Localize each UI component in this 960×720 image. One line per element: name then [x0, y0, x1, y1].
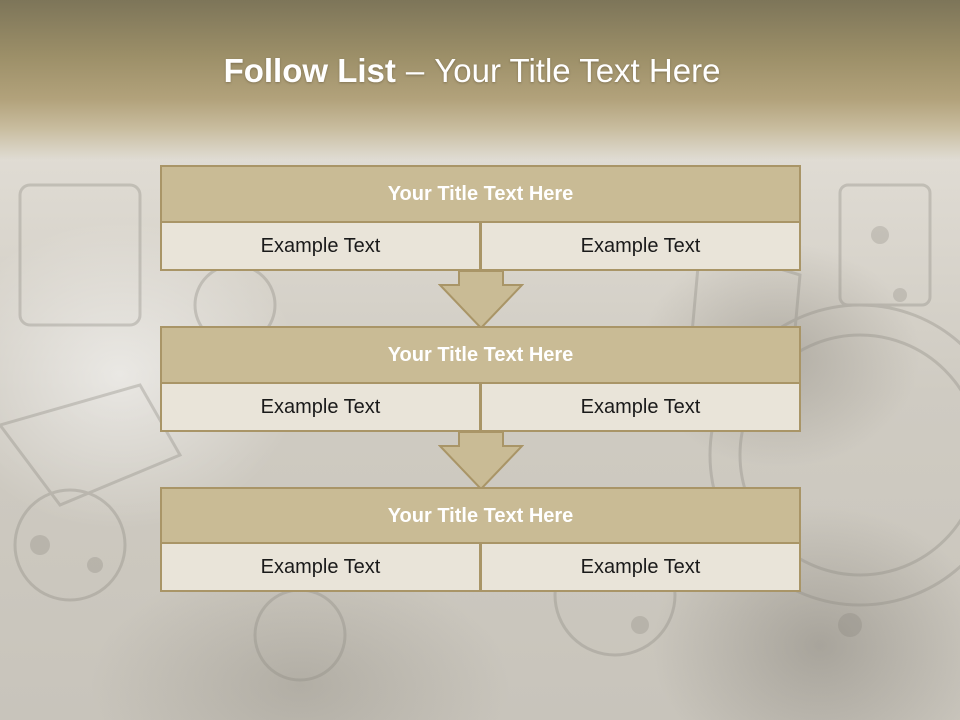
down-arrow-icon	[438, 432, 524, 490]
block-title: Your Title Text Here	[160, 165, 801, 223]
slide-title-dash: –	[405, 52, 425, 89]
block-right-text: Example Text	[480, 382, 801, 432]
block-right-text: Example Text	[480, 221, 801, 271]
block-title: Your Title Text Here	[160, 326, 801, 384]
block-left-text: Example Text	[160, 382, 481, 432]
block-right-text: Example Text	[480, 542, 801, 592]
slide-title: Follow List–Your Title Text Here	[0, 52, 944, 90]
slide-title-rest: Your Title Text Here	[434, 52, 721, 89]
block-left-text: Example Text	[160, 542, 481, 592]
block-title: Your Title Text Here	[160, 487, 801, 545]
header-band	[0, 0, 960, 160]
block-left-text: Example Text	[160, 221, 481, 271]
down-arrow-icon	[438, 271, 524, 329]
slide-title-bold: Follow List	[223, 52, 396, 89]
